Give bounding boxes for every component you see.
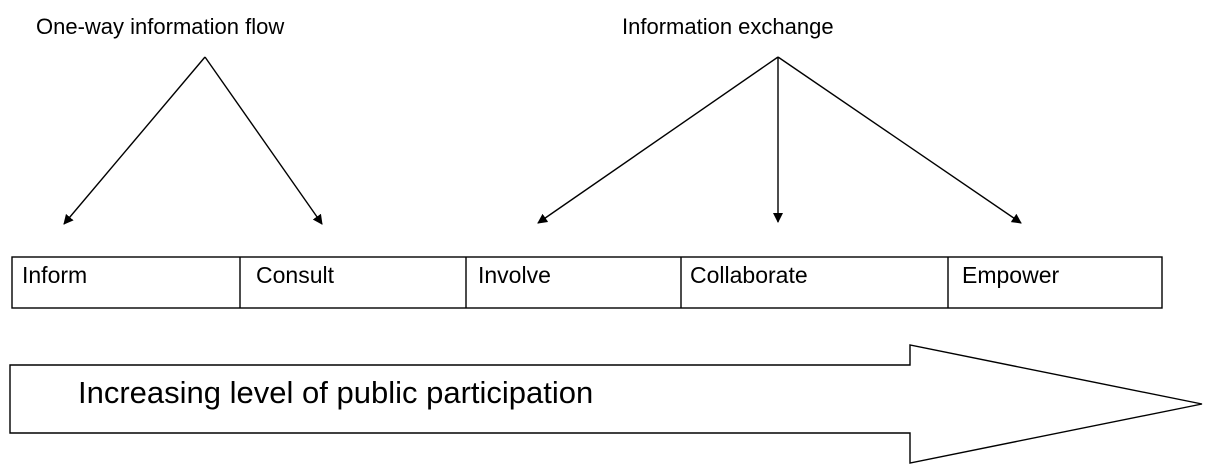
cell-collaborate: Collaborate: [690, 262, 808, 288]
cell-empower: Empower: [962, 262, 1060, 288]
arrow-to-empower: [777, 56, 1022, 224]
one-way-arrows: [63, 56, 323, 225]
arrow-to-consult: [204, 56, 323, 225]
participation-block-arrow: [9, 344, 1203, 464]
cell-consult: Consult: [256, 262, 334, 288]
cell-involve: Involve: [478, 262, 551, 288]
arrow-to-involve: [537, 56, 779, 224]
arrow-to-inform: [63, 56, 206, 225]
exchange-arrows: [537, 56, 1022, 224]
heading-one-way-flow: One-way information flow: [36, 14, 285, 39]
spectrum-table-border: [11, 256, 1163, 309]
heading-information-exchange: Information exchange: [622, 14, 834, 39]
participation-arrow-label: Increasing level of public participation: [78, 375, 594, 410]
cell-inform: Inform: [22, 262, 88, 288]
spectrum-table: [11, 256, 1163, 309]
